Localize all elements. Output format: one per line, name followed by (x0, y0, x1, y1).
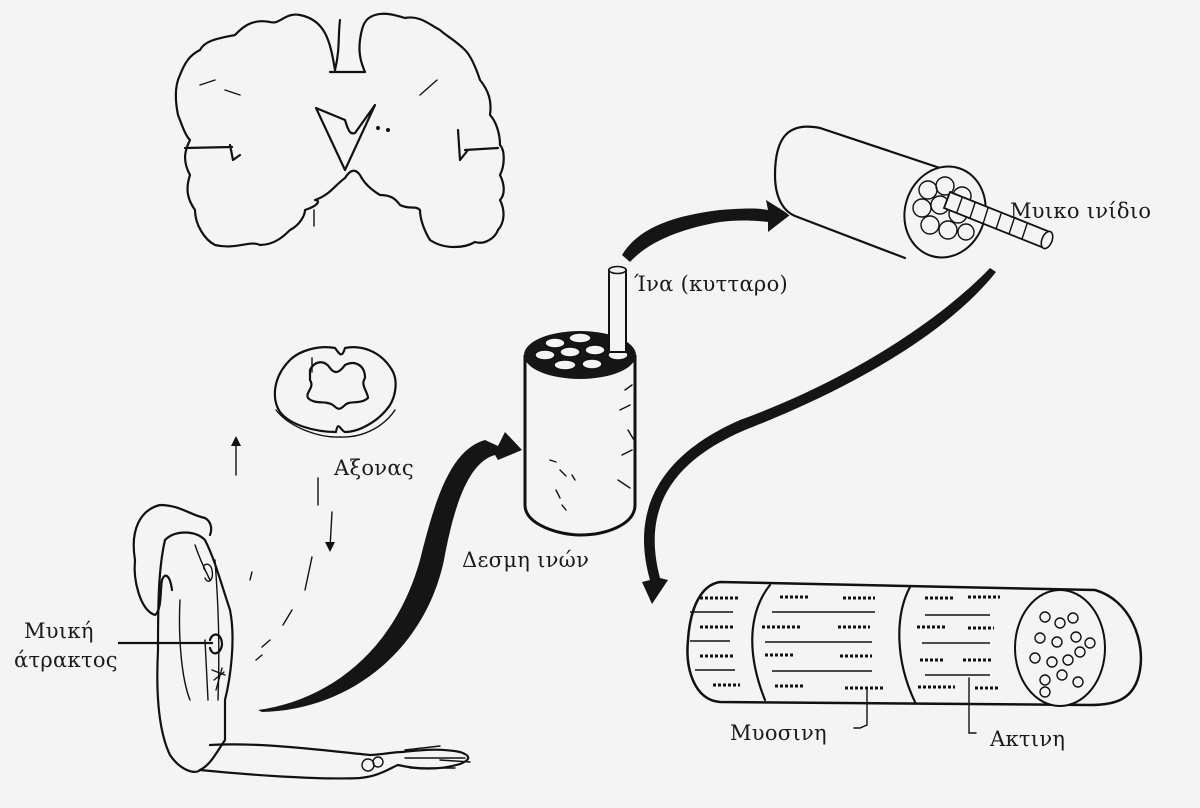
up-arrow-icon (231, 436, 241, 446)
actin-pointer (968, 677, 977, 734)
arrow-fiber-to-myofibril (642, 268, 996, 604)
brain-section (174, 12, 505, 249)
label-muscle-spindle-line1: Μυική (24, 619, 94, 643)
label-fiber-cell: Ίνα (κυτταρο) (634, 272, 789, 296)
label-fiber-bundle: Δεσμη ινών (462, 548, 590, 572)
down-arrow-icon (325, 542, 335, 552)
sarcomere-filaments (700, 595, 1000, 690)
arm-illustration (132, 503, 471, 780)
label-myosin: Μυοσινη (730, 721, 827, 745)
myofibril-cylinder (686, 580, 1143, 734)
single-fiber-rod (608, 269, 627, 353)
spinal-cord-section (273, 346, 397, 438)
myosin-pointer (853, 689, 868, 729)
fiber-bundle-cylinder (523, 265, 637, 537)
label-myofibril: Μυικο ινίδιο (1010, 199, 1152, 223)
muscle-fiber-cylinder (773, 125, 1054, 262)
label-muscle-spindle-line2: άτρακτος (14, 648, 118, 672)
label-axon: Αξονας (334, 456, 414, 480)
flow-arrows (258, 200, 996, 712)
arrow-arm-to-bundle (258, 432, 522, 712)
label-actin: Ακτινη (990, 727, 1066, 751)
arrow-bundle-to-fiber (622, 200, 790, 262)
axon-pathway (231, 436, 335, 661)
